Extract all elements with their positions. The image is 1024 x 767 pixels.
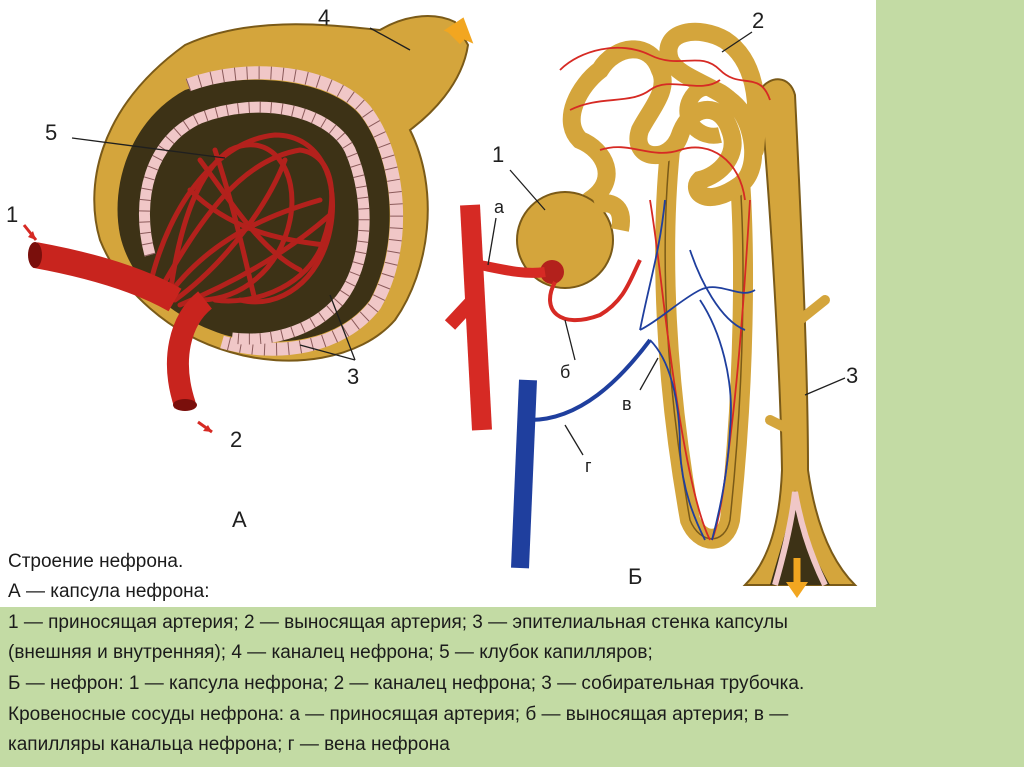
caption-line-vessels: Кровеносные сосуды нефрона: а — приносящ… xyxy=(8,704,788,726)
caption-title: Строение нефрона. xyxy=(8,551,183,573)
label-b-a: а xyxy=(494,197,505,217)
efferent-artery-a xyxy=(178,300,205,405)
figure-a-capsule: 4 5 1 3 2 А xyxy=(6,5,468,532)
caption-line-a: А — капсула нефрона: xyxy=(8,581,210,603)
label-a4: 4 xyxy=(318,5,330,30)
label-b2: 2 xyxy=(752,8,764,33)
label-b-g: г xyxy=(585,456,592,476)
label-b-b: б xyxy=(560,362,570,382)
figure-b-nephron: 2 1 а б в г 3 Б xyxy=(450,8,858,598)
afferent-artery-b xyxy=(470,205,482,430)
vein-b xyxy=(520,380,528,568)
label-a2: 2 xyxy=(230,427,242,452)
label-a1: 1 xyxy=(6,202,18,227)
tubule-loop xyxy=(665,150,743,539)
panel-label-a: А xyxy=(232,507,247,532)
label-b3: 3 xyxy=(846,363,858,388)
caption-line-vessels-cont: капилляры канальца нефрона; г — вена неф… xyxy=(8,734,450,756)
caption-line-a-items: 1 — приносящая артерия; 2 — выносящая ар… xyxy=(8,612,788,634)
caption-line-a-items-cont: (внешняя и внутренняя); 4 — каналец нефр… xyxy=(8,642,653,664)
label-b-v: в xyxy=(622,394,632,414)
label-a3: 3 xyxy=(347,364,359,389)
panel-label-b: Б xyxy=(628,564,642,589)
caption-line-b: Б — нефрон: 1 — капсула нефрона; 2 — кан… xyxy=(8,673,804,695)
label-a5: 5 xyxy=(45,120,57,145)
label-b1: 1 xyxy=(492,142,504,167)
nephron-diagram: 4 5 1 3 2 А xyxy=(0,0,876,607)
